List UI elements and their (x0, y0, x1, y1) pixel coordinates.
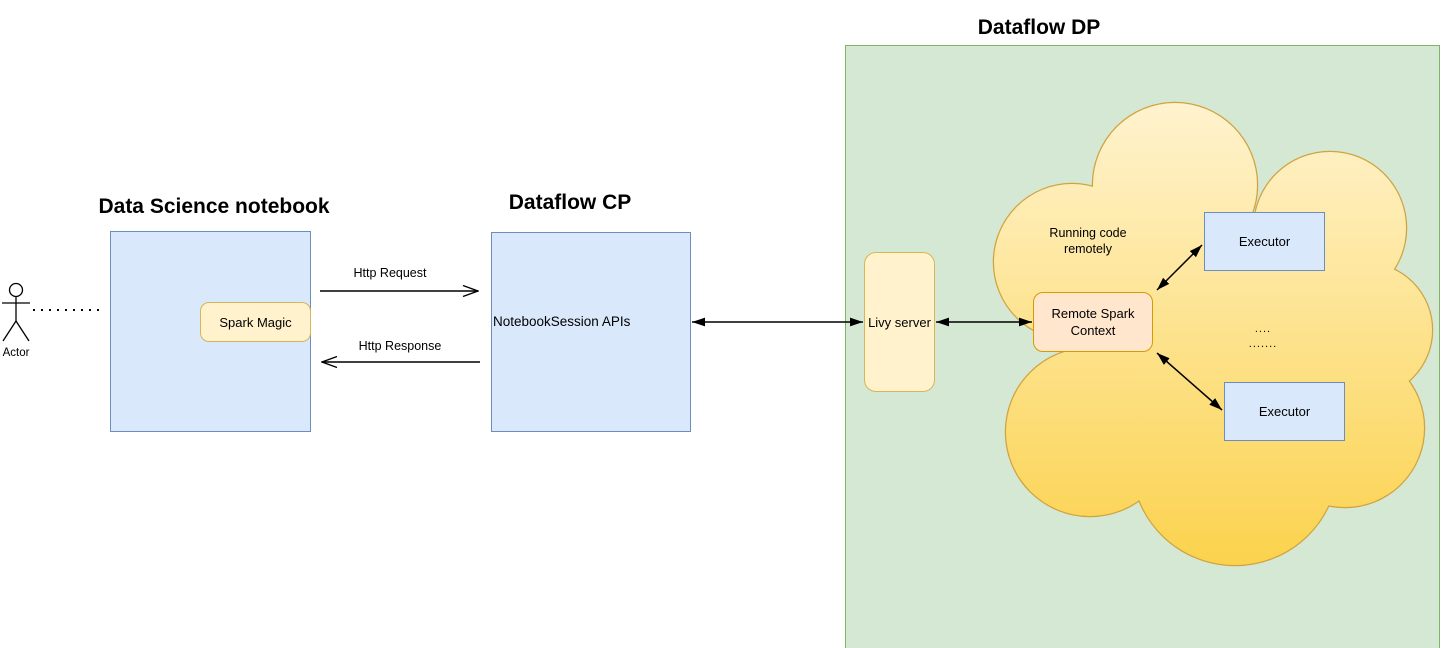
spark-magic-label: Spark Magic (219, 314, 292, 330)
dataflow-cp-box (491, 232, 691, 432)
spark-magic-box: Spark Magic (200, 302, 311, 342)
remote-spark-context-box: Remote Spark Context (1033, 292, 1153, 352)
http-request-label: Http Request (353, 266, 427, 280)
title-dataflow-cp: Dataflow CP (508, 191, 632, 214)
actor-icon (2, 282, 30, 342)
running-code-remotely-label: Running code remotely (1049, 226, 1127, 256)
remote-spark-context-label: Remote Spark Context (1051, 306, 1135, 338)
executor-top-box: Executor (1204, 212, 1325, 271)
executor-bottom-box: Executor (1224, 382, 1345, 441)
livy-server-box: Livy server (864, 252, 935, 392)
livy-server-label: Livy server (868, 314, 931, 330)
executor-bottom-label: Executor (1258, 404, 1311, 419)
notebooksession-apis-label: NotebookSession APIs (493, 314, 631, 329)
ellipsis-line-2: ....... (1248, 338, 1278, 350)
title-data-science-notebook: Data Science notebook (98, 195, 330, 218)
executor-ellipsis: .... ....... (1213, 322, 1313, 352)
http-response-label: Http Response (358, 339, 442, 353)
ellipsis-line-1: .... (1254, 323, 1272, 335)
executor-top-label: Executor (1238, 234, 1291, 249)
actor-label: Actor (2, 347, 30, 359)
title-dataflow-dp: Dataflow DP (977, 16, 1101, 39)
